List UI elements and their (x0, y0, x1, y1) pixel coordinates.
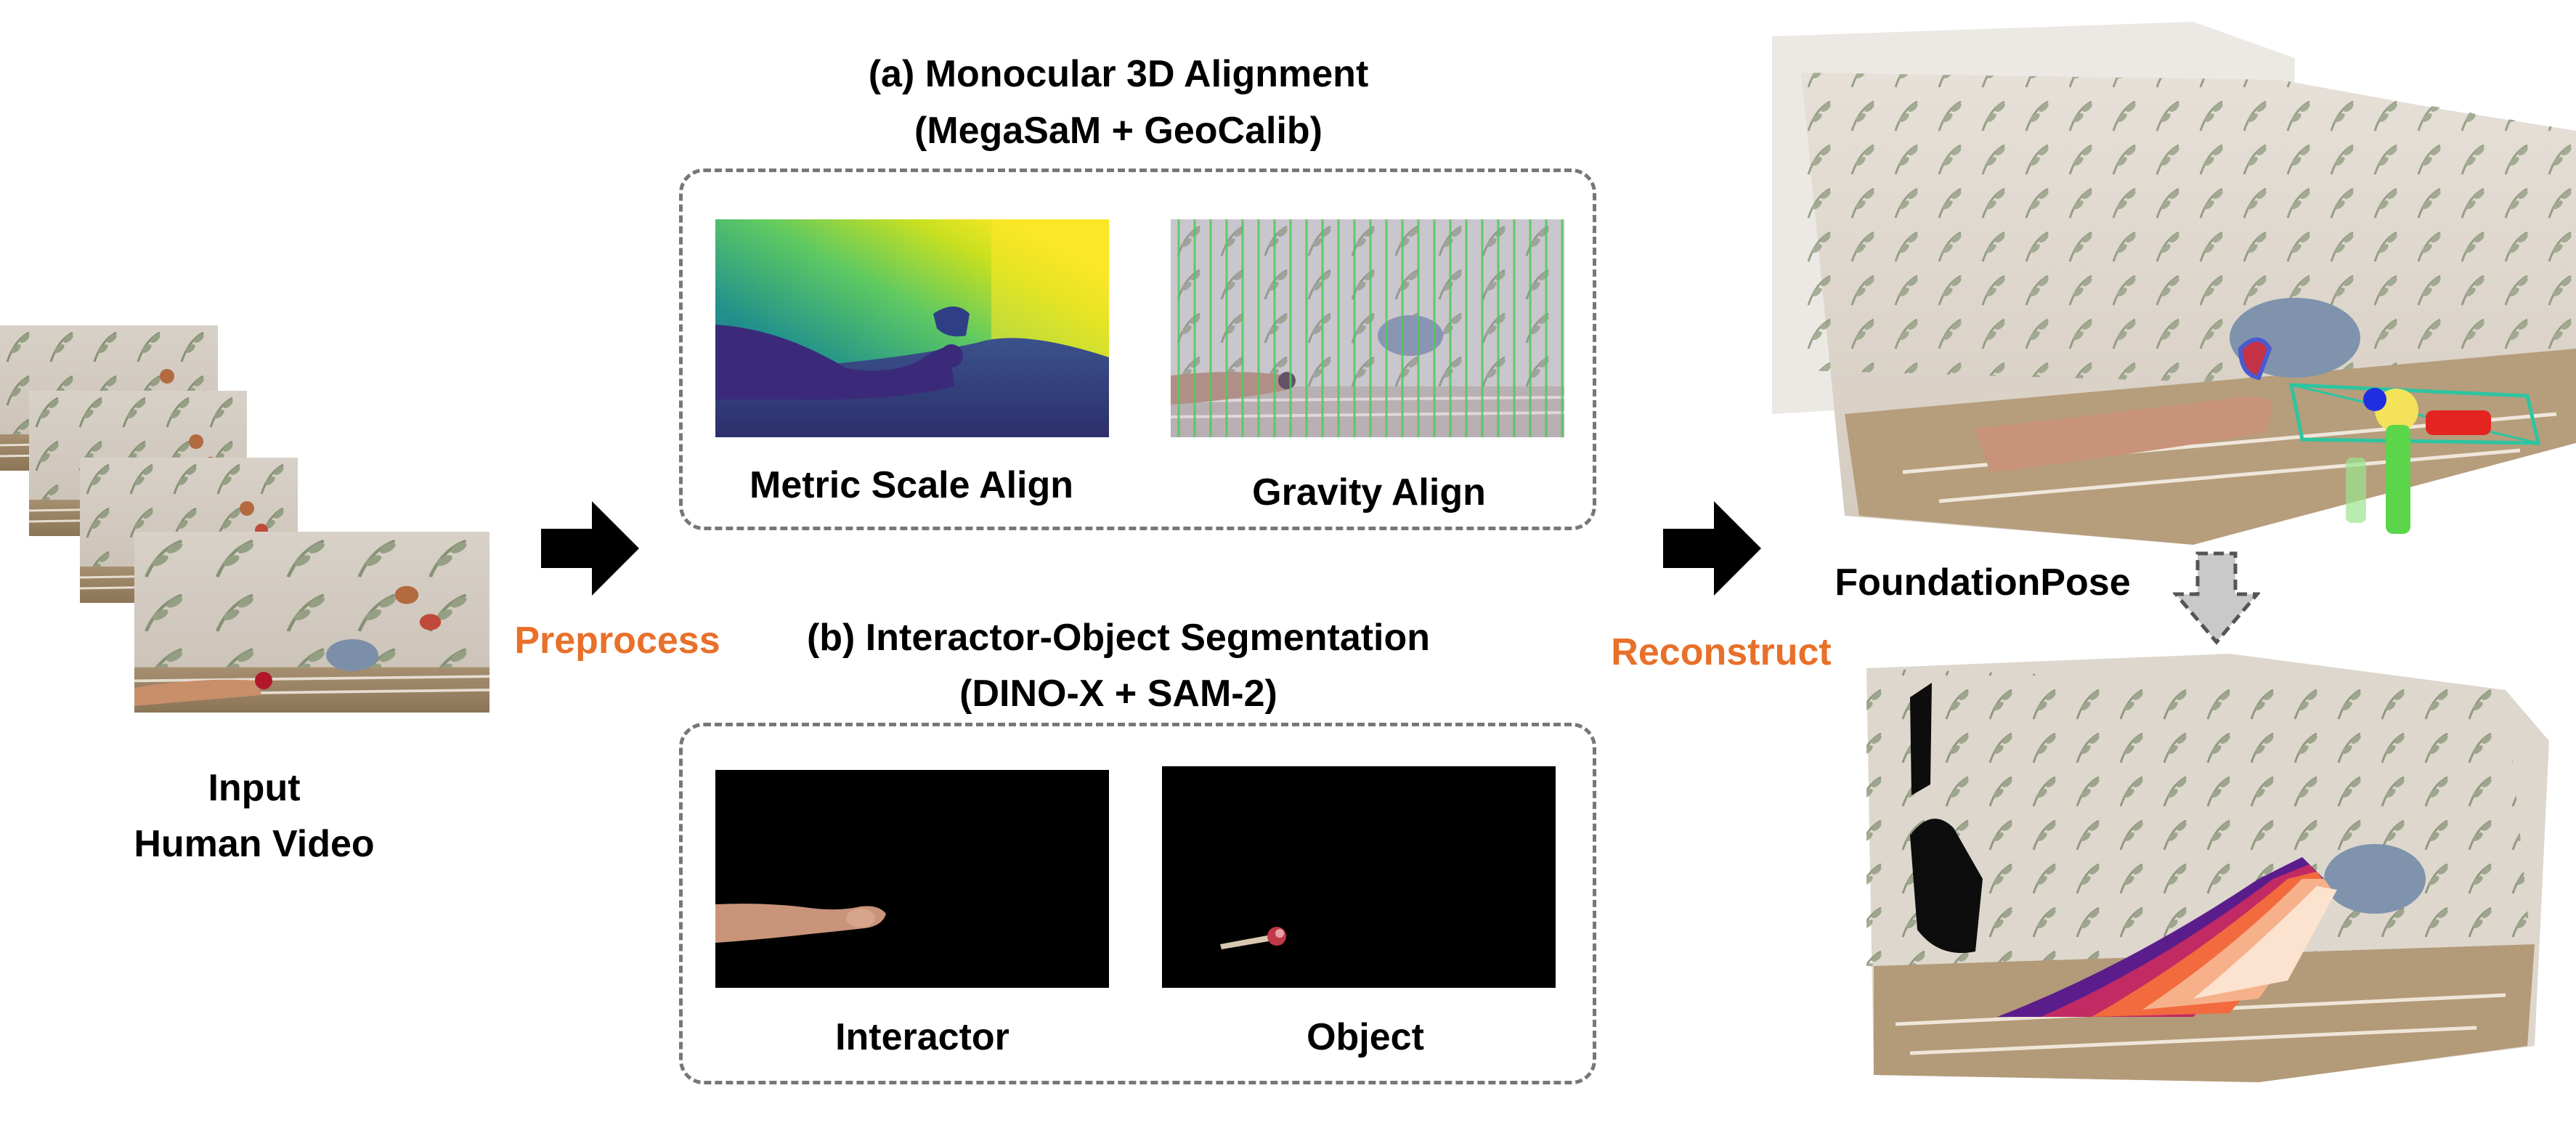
preprocess-label: Preprocess (514, 620, 720, 662)
section-b-title: (b) Interactor-Object Segmentation (806, 617, 1431, 659)
input-video-stack (0, 324, 508, 741)
input-label-line2: Human Video (134, 823, 375, 865)
hand-trajectory-overlay (1997, 857, 2337, 1017)
video-frame-4 (134, 532, 489, 713)
reconstruct-label: Reconstruct (1611, 631, 1832, 673)
scene-reconstruction-bottom (1866, 654, 2549, 1082)
section-a-subtitle: (MegaSaM + GeoCalib) (914, 110, 1322, 152)
section-a-title: (a) Monocular 3D Alignment (868, 53, 1369, 95)
interactor-caption: Interactor (835, 1016, 1009, 1058)
input-label-line1: Input (208, 767, 301, 809)
scene-reconstruction-top (1772, 22, 2576, 545)
gravity-align-caption: Gravity Align (1252, 471, 1486, 514)
section-a-box (679, 169, 1596, 530)
foundationpose-label: FoundationPose (1835, 561, 2131, 604)
foundationpose-arrow-icon (2173, 551, 2260, 645)
interactor-mask-image (715, 770, 1109, 988)
preprocess-arrow-icon (541, 501, 639, 596)
section-b-box (679, 723, 1596, 1084)
reconstruct-arrow-icon (1663, 501, 1761, 596)
object-caption: Object (1307, 1016, 1424, 1058)
depth-map-image (715, 219, 1109, 437)
object-mask-image (1162, 766, 1556, 988)
section-b-subtitle: (DINO-X + SAM-2) (959, 673, 1277, 715)
metric-scale-caption: Metric Scale Align (749, 464, 1073, 506)
gravity-align-image (1171, 219, 1564, 437)
